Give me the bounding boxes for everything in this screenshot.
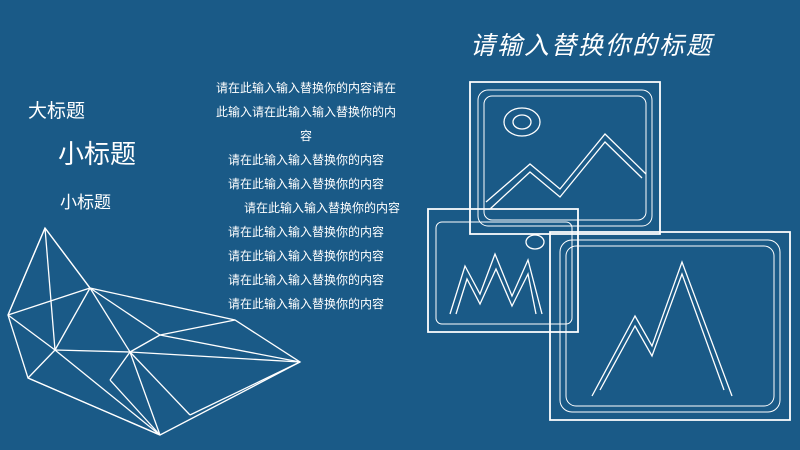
body-line: 容 <box>299 129 312 143</box>
body-text-block: 请在此输入输入替换你的内容请在 此输入请在此输入输入替换你的内 容 请在此输入输… <box>196 76 416 316</box>
body-line: 请在此输入输入替换你的内容 <box>227 249 384 263</box>
body-line: 此输入请在此输入输入替换你的内 <box>215 105 396 119</box>
body-line: 请在此输入输入替换你的内容 <box>227 177 384 191</box>
heading-small: 小标题 <box>60 193 111 213</box>
body-line: 请在此输入输入替换你的内容 <box>227 153 384 167</box>
body-line: 请在此输入输入替换你的内容请在 <box>215 81 396 95</box>
body-line: 请在此输入输入替换你的内容 <box>243 201 400 215</box>
low-poly-wireframe-icon <box>0 220 310 445</box>
heading-large: 大标题 <box>28 100 86 122</box>
image-frames-group <box>420 74 800 434</box>
image-placeholder-icon <box>428 209 578 332</box>
body-line: 请在此输入输入替换你的内容 <box>227 225 384 239</box>
body-line: 请在此输入输入替换你的内容 <box>227 297 384 311</box>
image-placeholder-icon <box>470 82 660 234</box>
slide-title: 请输入替换你的标题 <box>470 31 714 60</box>
body-line: 请在此输入输入替换你的内容 <box>227 273 384 287</box>
image-placeholder-icon <box>550 232 790 420</box>
heading-mid: 小标题 <box>58 140 137 170</box>
